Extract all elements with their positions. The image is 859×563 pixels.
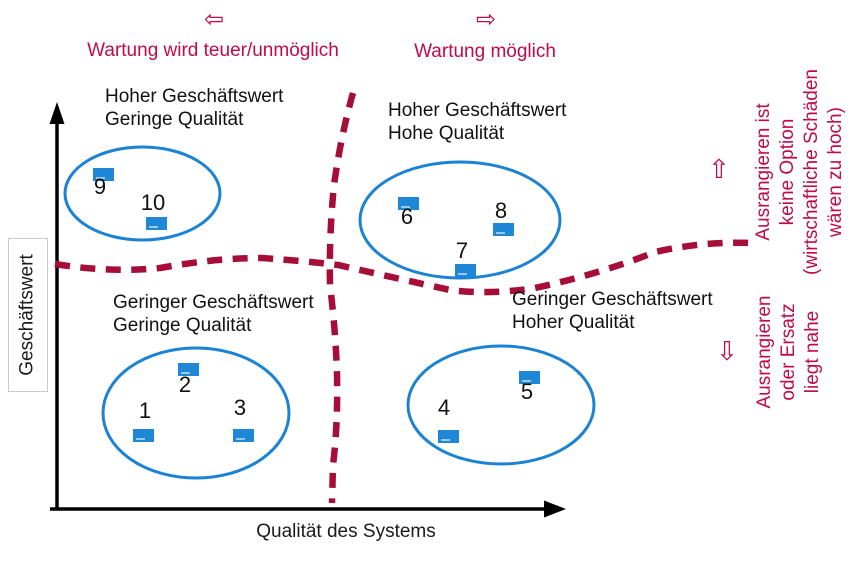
quadrant-label-line: Geringe Qualität bbox=[113, 315, 252, 336]
system-number: 4 bbox=[437, 395, 451, 420]
quadrant-label-bottom-right: Geringer Geschäftswert Hoher Qualität bbox=[512, 288, 713, 334]
system-number: 8 bbox=[494, 198, 508, 223]
system-icon bbox=[438, 430, 459, 443]
quadrant-label-line: Hoher Geschäftswert bbox=[105, 86, 284, 107]
maintenance-possible-label: Wartung möglich bbox=[414, 41, 556, 62]
system-icon bbox=[178, 363, 199, 376]
system-icon bbox=[146, 217, 167, 230]
system-icon bbox=[133, 429, 154, 442]
annotation-line: Ausrangieren bbox=[754, 295, 775, 409]
quadrant-label-line: Geringer Geschäftswert bbox=[512, 289, 713, 310]
boundary-dashed-horizontal bbox=[54, 239, 751, 296]
quadrant-label-line: Geringe Qualität bbox=[105, 109, 244, 130]
arrow-right-icon: ⇨ bbox=[475, 6, 497, 33]
cluster-ellipse-high-value-high-quality bbox=[358, 160, 562, 280]
system-icon bbox=[233, 429, 254, 442]
system-number: 7 bbox=[455, 238, 469, 263]
system-icon bbox=[398, 197, 419, 210]
annotation-line: liegt nahe bbox=[802, 310, 823, 394]
system-number: 2 bbox=[178, 372, 192, 397]
quadrant-label-line: Hohe Qualität bbox=[388, 123, 505, 144]
y-axis-title-box: Geschäftswert bbox=[8, 238, 48, 392]
y-axis-arrowhead-icon bbox=[49, 102, 65, 124]
y-axis-title: Geschäftswert bbox=[17, 254, 38, 376]
quadrant-label-line: Geringer Geschäftswert bbox=[113, 292, 314, 313]
system-number: 10 bbox=[140, 190, 166, 215]
quadrant-label-top-left: Hoher Geschäftswert Geringe Qualität bbox=[105, 85, 283, 131]
quadrant-label-line: Hoher Geschäftswert bbox=[388, 100, 567, 121]
system-number: 6 bbox=[400, 204, 414, 229]
system-icon bbox=[93, 168, 114, 181]
cluster-ellipse-low-value-high-quality bbox=[406, 344, 596, 466]
annotation-line: oder Ersatz bbox=[778, 303, 799, 401]
x-axis-title: Qualität des Systems bbox=[256, 521, 436, 542]
maintenance-expensive-label: Wartung wird teuer/unmöglich bbox=[87, 40, 339, 61]
cluster-ellipse-low-value-low-quality bbox=[101, 346, 291, 480]
system-number: 1 bbox=[138, 398, 152, 423]
x-axis-arrowhead-icon bbox=[544, 500, 566, 518]
annotation-line: wären zu hoch) bbox=[825, 107, 846, 237]
discard-systems-annotation: Ausrangieren oder Ersatz liegt nahe bbox=[753, 232, 825, 472]
system-number: 5 bbox=[520, 379, 534, 404]
system-number: 3 bbox=[233, 395, 247, 420]
boundary-dashed-vertical bbox=[326, 92, 357, 504]
quadrant-label-top-right: Hoher Geschäftswert Hohe Qualität bbox=[388, 99, 566, 145]
cluster-ellipse-high-value-low-quality bbox=[63, 145, 222, 242]
quadrant-label-bottom-left: Geringer Geschäftswert Geringe Qualität bbox=[113, 291, 314, 337]
arrow-down-icon: ⇩ bbox=[716, 336, 738, 366]
arrow-up-icon: ⇧ bbox=[708, 154, 730, 184]
system-icon bbox=[493, 223, 514, 236]
arrow-left-icon: ⇦ bbox=[203, 6, 225, 33]
system-icon bbox=[455, 264, 476, 277]
quadrant-label-line: Hoher Qualität bbox=[512, 312, 635, 333]
system-icon bbox=[519, 371, 540, 384]
system-number: 9 bbox=[93, 174, 107, 199]
